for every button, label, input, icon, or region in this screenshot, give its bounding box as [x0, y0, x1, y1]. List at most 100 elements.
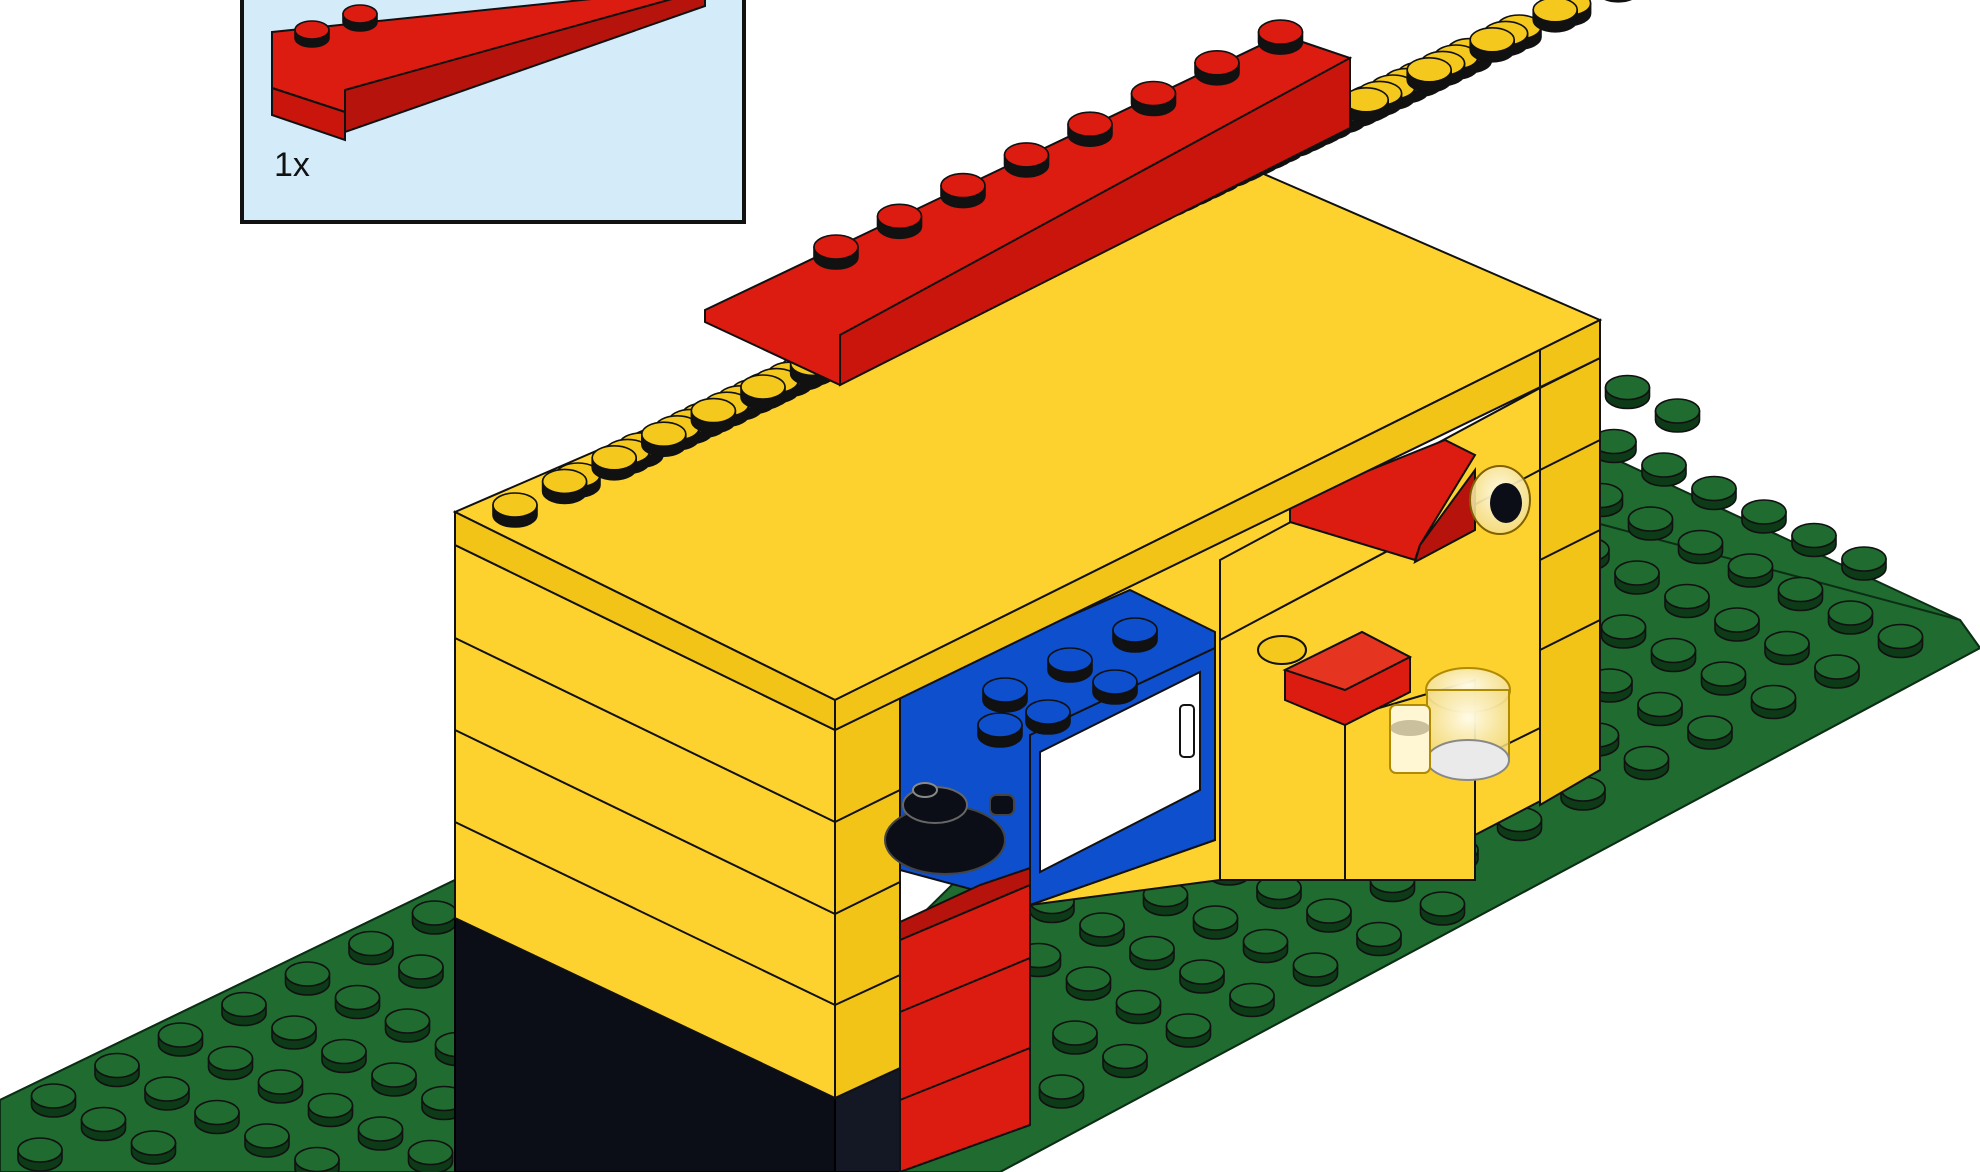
- stud-icon: [371, 1062, 417, 1097]
- stud-icon: [1292, 952, 1339, 987]
- red-tile-icon: [1282, 630, 1413, 727]
- stud-icon: [1256, 874, 1302, 910]
- stud-icon: [194, 1099, 240, 1135]
- stud-icon: [541, 468, 588, 505]
- stud-icon: [244, 1123, 290, 1158]
- stud-icon: [1052, 1020, 1098, 1055]
- stud-icon: [334, 984, 381, 1020]
- stud-icon: [1604, 0, 1632, 3]
- stud-icon: [357, 1116, 404, 1151]
- stud-icon: [1600, 614, 1647, 649]
- black-base-brick-icon: [454, 916, 901, 1172]
- stud-icon: [1687, 715, 1733, 750]
- stud-icon: [1102, 1043, 1148, 1079]
- stud-icon: [1112, 617, 1158, 653]
- stud-icon: [80, 1106, 127, 1142]
- stud-icon: [1067, 111, 1113, 147]
- stud-icon: [257, 1069, 304, 1104]
- stud-icon: [1165, 1013, 1212, 1048]
- stud-icon: [1814, 654, 1860, 689]
- red-stove-brick-icon: [899, 866, 1031, 1172]
- stud-icon: [1192, 905, 1239, 940]
- callout-quantity-label: 1x: [274, 146, 310, 184]
- stud-icon: [1003, 142, 1050, 178]
- stud-icon: [384, 1008, 431, 1043]
- stud-icon: [740, 374, 786, 410]
- stud-icon: [1406, 57, 1452, 93]
- stud-icon: [221, 991, 267, 1027]
- stud-icon: [17, 1137, 63, 1172]
- stud-icon: [1194, 49, 1240, 86]
- stud-icon: [1419, 891, 1466, 926]
- red-roof-slope-brick-icon: [704, 19, 1353, 387]
- stud-icon: [348, 930, 394, 966]
- stud-icon: [1038, 1074, 1085, 1109]
- stud-icon: [813, 234, 859, 270]
- transparent-glass-icon: [1389, 465, 1531, 781]
- red-hood-slope-icon: [1289, 438, 1477, 565]
- stud-icon: [1664, 583, 1710, 619]
- stud-icon: [876, 203, 923, 240]
- stud-icon: [294, 1146, 340, 1172]
- stud-icon: [271, 1015, 317, 1050]
- stud-icon: [1841, 546, 1887, 581]
- stud-icon: [1877, 623, 1924, 659]
- fridge-studs: [977, 617, 1158, 748]
- stud-icon: [30, 1083, 77, 1118]
- stud-icon: [1092, 669, 1138, 705]
- stud-icon: [591, 444, 638, 481]
- stud-icon: [398, 954, 444, 989]
- stud-icon: [1356, 921, 1402, 957]
- stud-icon: [411, 900, 458, 935]
- stud-icon: [1750, 684, 1797, 720]
- stud-icon: [1641, 452, 1687, 487]
- stud-icon: [1532, 0, 1578, 33]
- black-wok-pan-icon: [884, 782, 1015, 875]
- stud-icon: [407, 1139, 454, 1172]
- stud-icon: [1047, 647, 1093, 683]
- stud-icon: [1714, 607, 1760, 642]
- stud-icon: [144, 1076, 190, 1111]
- stud-icon: [1025, 699, 1071, 735]
- stud-icon: [977, 712, 1023, 748]
- stud-icon: [1242, 928, 1289, 964]
- stud-icon: [1791, 522, 1837, 558]
- stud-icon: [982, 677, 1028, 713]
- stud-icon: [342, 4, 378, 32]
- stud-icon: [1777, 576, 1824, 612]
- stud-icon: [690, 397, 737, 434]
- stud-icon: [1129, 935, 1175, 971]
- stud-icon: [284, 961, 331, 996]
- callout-studs: [294, 4, 378, 48]
- stud-icon: [1691, 475, 1737, 511]
- stud-icon: [294, 20, 330, 48]
- stud-icon: [1604, 374, 1651, 410]
- stud-icon: [1700, 661, 1747, 696]
- ridge-studs: [813, 19, 1304, 270]
- stud-icon: [94, 1052, 140, 1088]
- stud-icon: [207, 1045, 254, 1081]
- stud-icon: [1179, 959, 1225, 994]
- stud-icon: [1741, 499, 1787, 534]
- stud-icon: [321, 1038, 367, 1074]
- stud-icon: [1115, 989, 1162, 1025]
- stud-icon: [1257, 19, 1304, 55]
- stud-icon: [157, 1022, 204, 1057]
- stud-icon: [1065, 966, 1112, 1001]
- stud-icon: [1650, 637, 1697, 673]
- stud-icon: [1614, 560, 1660, 595]
- stud-icon: [492, 492, 538, 528]
- stud-icon: [1469, 26, 1515, 63]
- stud-icon: [1229, 982, 1275, 1018]
- stud-icon: [940, 172, 986, 209]
- stud-icon: [1130, 80, 1177, 117]
- stud-icon: [1764, 630, 1810, 666]
- stud-icon: [307, 1092, 354, 1128]
- stud-icon: [130, 1130, 177, 1165]
- stud-icon: [1677, 529, 1724, 565]
- stud-icon: [1627, 506, 1674, 541]
- stud-icon: [1727, 553, 1774, 588]
- stud-icon: [1827, 600, 1874, 635]
- stud-icon: [1623, 745, 1670, 781]
